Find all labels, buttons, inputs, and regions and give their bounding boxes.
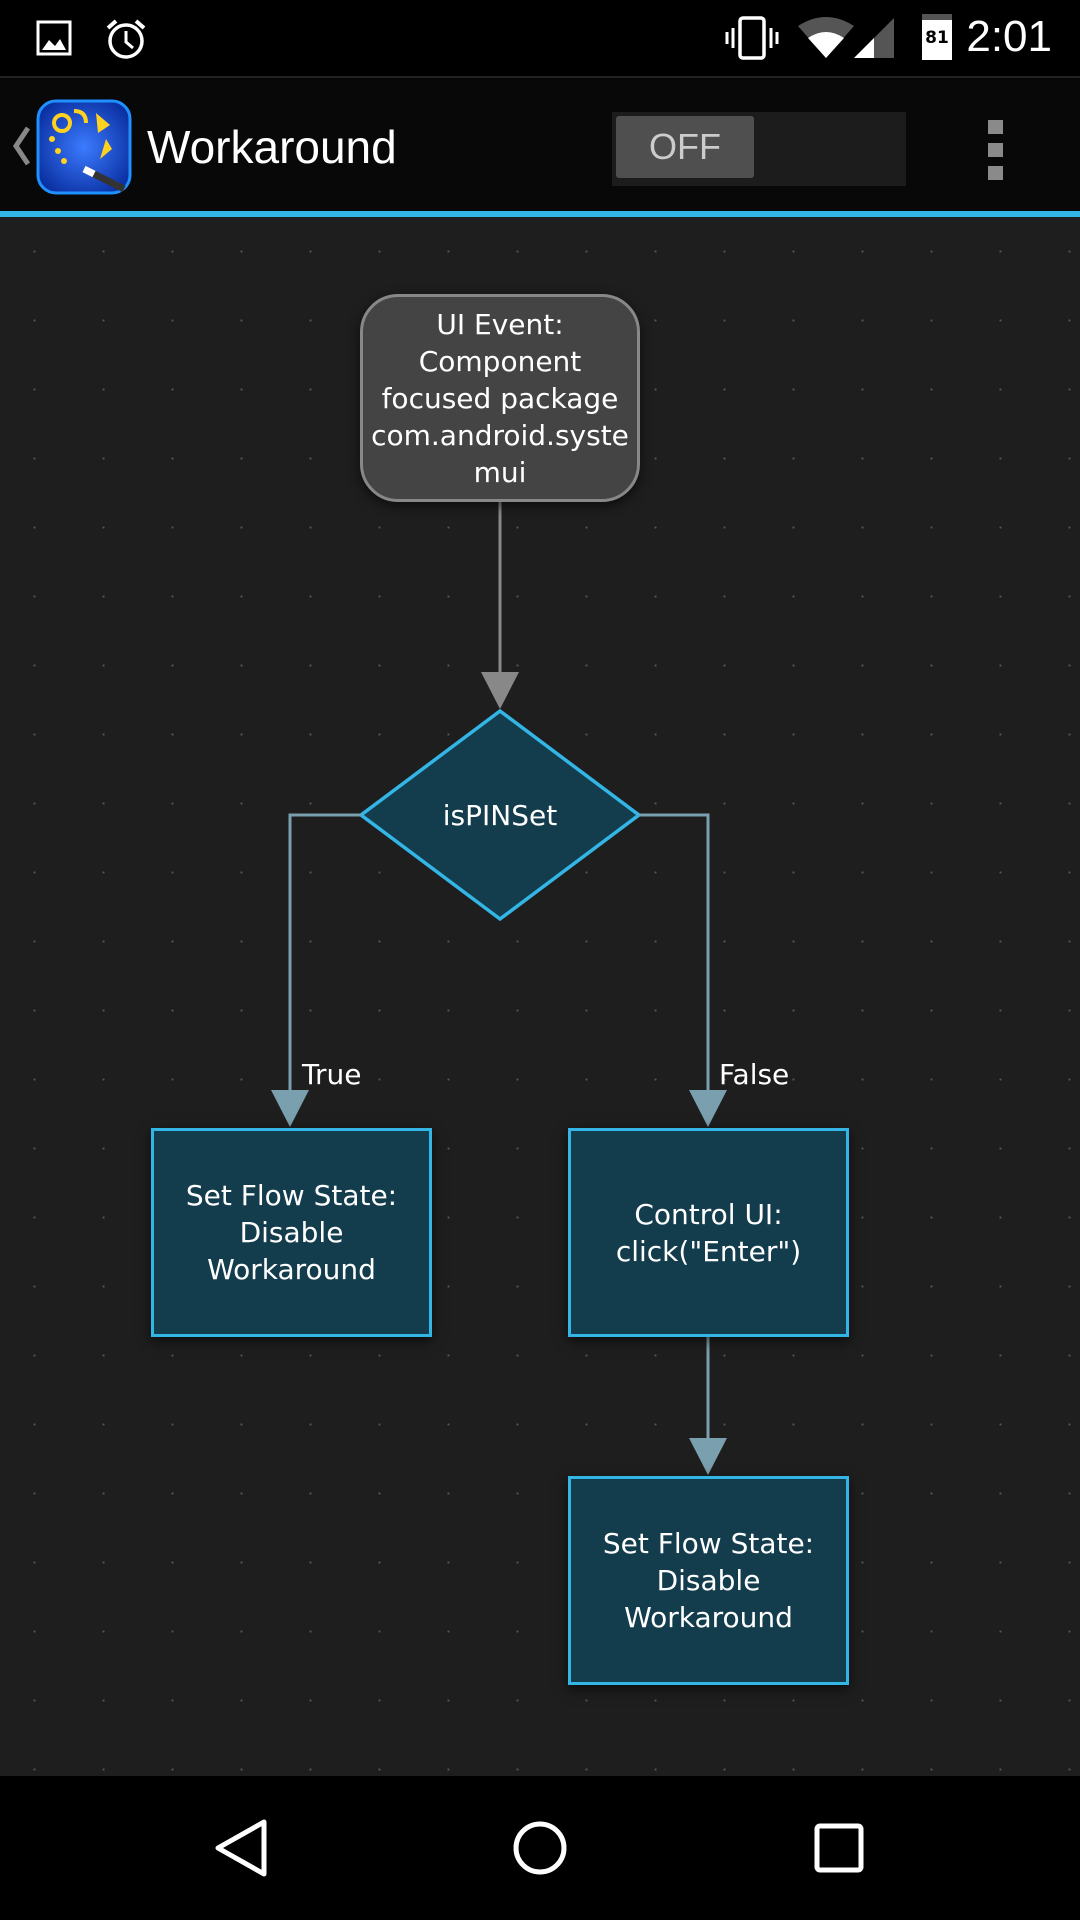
action-bar-divider — [0, 211, 1080, 217]
true-node[interactable]: Set Flow State: Disable Workaround — [151, 1128, 432, 1337]
arrowhead-icon — [271, 1090, 309, 1127]
start-node-text: UI Event: Component focused package com.… — [371, 307, 629, 489]
toggle-thumb: OFF — [616, 116, 754, 178]
alarm-icon — [106, 19, 146, 59]
signal-icon — [854, 18, 894, 58]
arrowhead-icon — [689, 1090, 727, 1127]
recents-icon[interactable] — [795, 1806, 885, 1890]
start-node[interactable]: UI Event: Component focused package com.… — [360, 294, 640, 502]
true-node-text: Set Flow State: Disable Workaround — [185, 1179, 398, 1286]
home-icon[interactable] — [495, 1806, 585, 1890]
vibrate-icon — [725, 16, 779, 60]
false-label: False — [719, 1058, 790, 1091]
true-label: True — [302, 1058, 362, 1091]
clock: 2:01 — [966, 12, 1052, 61]
arrowhead-icon — [481, 672, 519, 709]
connector-true — [288, 813, 361, 1095]
false-node[interactable]: Control UI: click("Enter") — [568, 1128, 849, 1337]
navigation-bar — [0, 1776, 1080, 1920]
wifi-icon — [798, 17, 854, 58]
arrowhead-icon — [689, 1438, 727, 1475]
workaround-toggle[interactable]: OFF — [612, 112, 906, 186]
up-button[interactable] — [10, 96, 134, 196]
overflow-menu-icon[interactable] — [988, 120, 1004, 180]
next-node-text: Set Flow State: Disable Workaround — [602, 1527, 815, 1634]
page-title: Workaround — [147, 121, 397, 173]
back-chevron-icon — [12, 126, 30, 166]
decision-label: isPINSet — [442, 798, 558, 832]
back-icon[interactable] — [196, 1806, 286, 1890]
action-bar: Workaround OFF — [0, 76, 1080, 211]
false-node-text: Control UI: click("Enter") — [615, 1197, 802, 1268]
next-node[interactable]: Set Flow State: Disable Workaround — [568, 1476, 849, 1685]
battery-icon: 81 — [922, 14, 952, 60]
connector-false — [639, 813, 710, 1095]
status-bar: 81 2:01 — [0, 0, 1080, 76]
decision-node[interactable] — [358, 708, 642, 922]
app-icon — [36, 99, 132, 195]
image-icon — [36, 20, 72, 56]
